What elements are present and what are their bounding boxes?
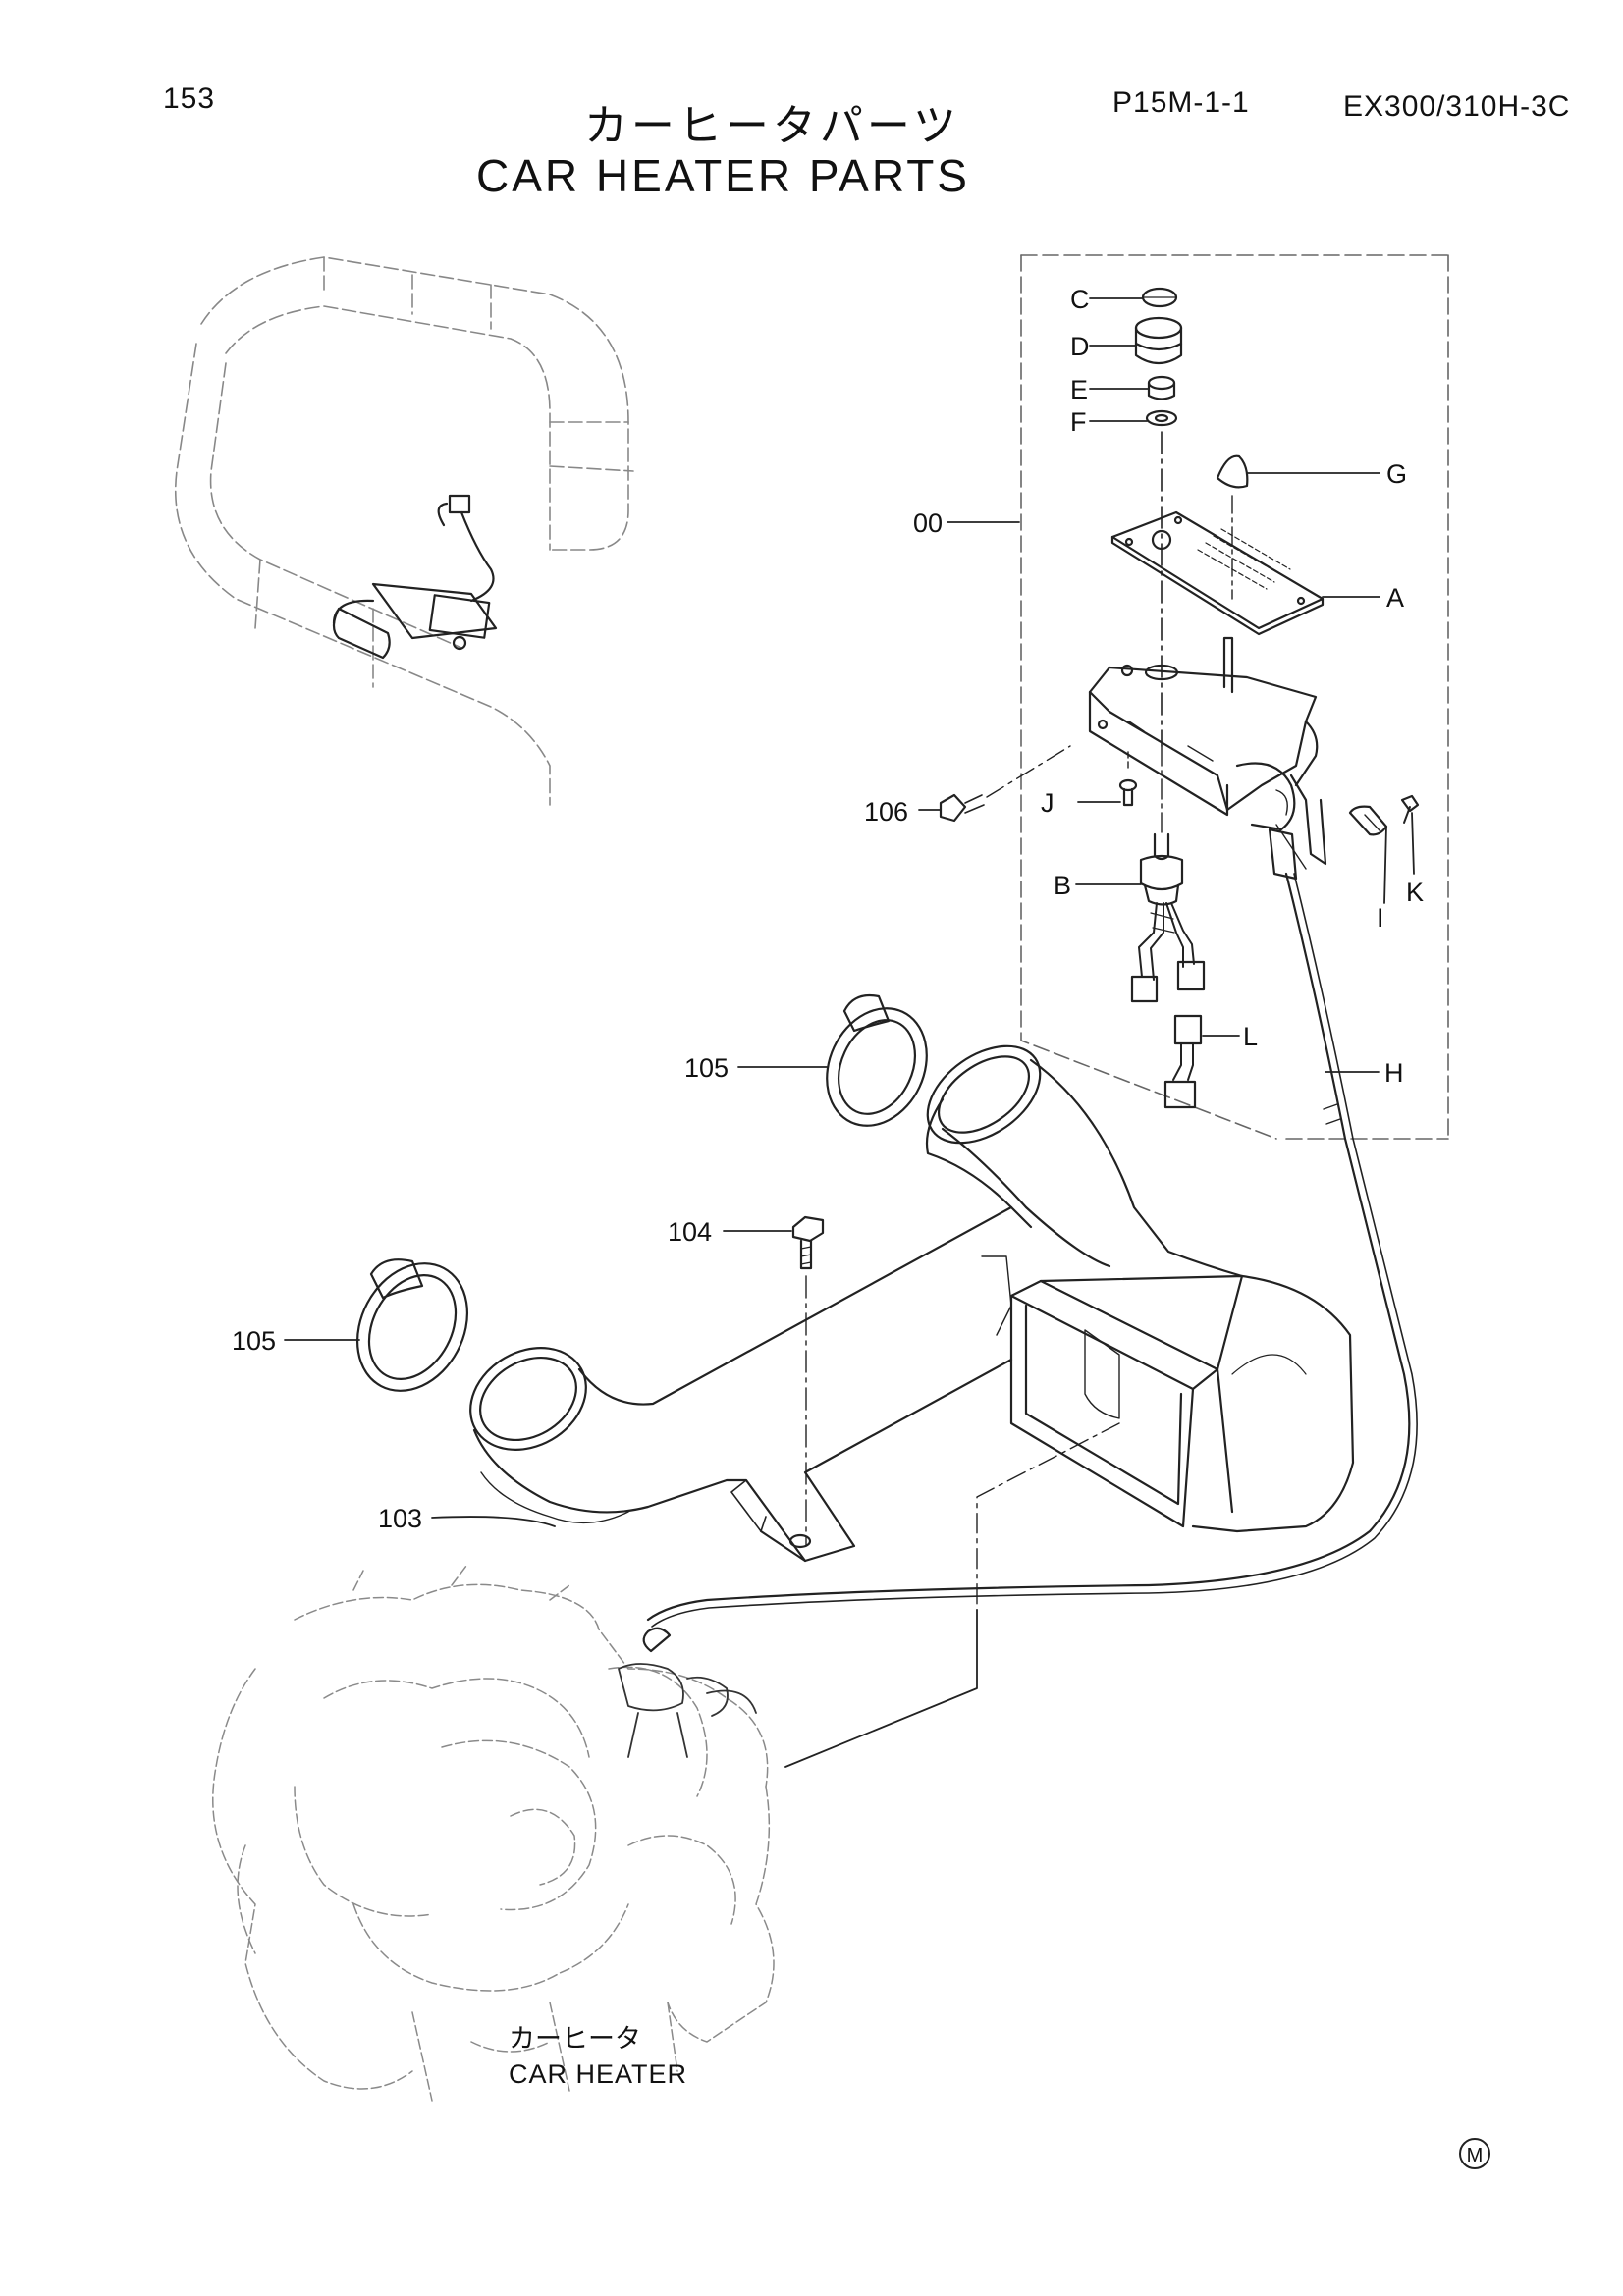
cab-heater-thumbnail xyxy=(332,494,498,660)
heater-outlet-box xyxy=(1009,1274,1355,1533)
label-I: I xyxy=(1377,903,1384,933)
page-number: 153 xyxy=(163,82,216,115)
assembly-label-japanese: カーヒータ xyxy=(509,2024,641,2055)
label-103: 103 xyxy=(378,1504,422,1533)
label-00: 00 xyxy=(913,508,943,538)
label-E: E xyxy=(1070,375,1088,404)
leader-lines xyxy=(284,297,1415,1527)
part-106-bolt xyxy=(939,793,985,823)
cab-outline xyxy=(175,256,634,806)
heater-valve xyxy=(618,1663,757,1758)
label-J: J xyxy=(1041,788,1055,818)
label-L: L xyxy=(1243,1022,1258,1051)
cable-clamp xyxy=(1268,828,1298,881)
part-G-knob xyxy=(1216,454,1249,489)
part-F-washer xyxy=(1145,409,1178,427)
label-105-upper: 105 xyxy=(684,1053,729,1083)
label-A: A xyxy=(1386,583,1404,613)
cable-end-fitting xyxy=(642,1627,672,1653)
label-104: 104 xyxy=(668,1217,712,1247)
model-code: EX300/310H-3C xyxy=(1343,90,1571,123)
label-F: F xyxy=(1070,407,1087,437)
part-A-plate xyxy=(1110,510,1325,636)
title-japanese: カーヒータパーツ xyxy=(583,101,961,151)
part-I-clip xyxy=(1348,805,1388,836)
bracket xyxy=(1088,636,1327,870)
label-106: 106 xyxy=(864,797,908,827)
part-104-bolt xyxy=(791,1215,825,1270)
footer-mark: M xyxy=(1459,2138,1490,2169)
label-B: B xyxy=(1054,871,1071,900)
part-103-duct xyxy=(469,1044,1244,1563)
part-105-upper-clamp xyxy=(826,993,928,1127)
part-C-cap xyxy=(1141,287,1178,308)
part-J-screw xyxy=(1118,778,1138,807)
label-G: G xyxy=(1386,459,1407,489)
callout-labels: C D E F G 00 A 106 J B K I L H 105 104 1… xyxy=(232,285,1424,1533)
section-code: P15M-1-1 xyxy=(1112,86,1250,119)
control-assembly-boundary xyxy=(1020,254,1449,1140)
label-H: H xyxy=(1384,1058,1404,1088)
car-heater-assembly xyxy=(212,1565,775,2102)
assembly-label-english: CAR HEATER xyxy=(509,2059,687,2089)
label-105-lower: 105 xyxy=(232,1326,276,1356)
label-C: C xyxy=(1070,285,1090,314)
part-L-harness xyxy=(1163,1014,1203,1109)
label-D: D xyxy=(1070,332,1090,361)
part-H-cable xyxy=(646,872,1411,1622)
part-105-lower-clamp xyxy=(355,1258,469,1392)
title-english: CAR HEATER PARTS xyxy=(476,150,970,201)
part-E-bushing xyxy=(1147,375,1176,400)
footer-mark-letter: M xyxy=(1467,2145,1484,2166)
part-B-switch xyxy=(1130,745,1206,1003)
part-D-knob xyxy=(1134,316,1183,365)
part-K-screw xyxy=(1400,794,1420,824)
label-K: K xyxy=(1406,878,1424,907)
